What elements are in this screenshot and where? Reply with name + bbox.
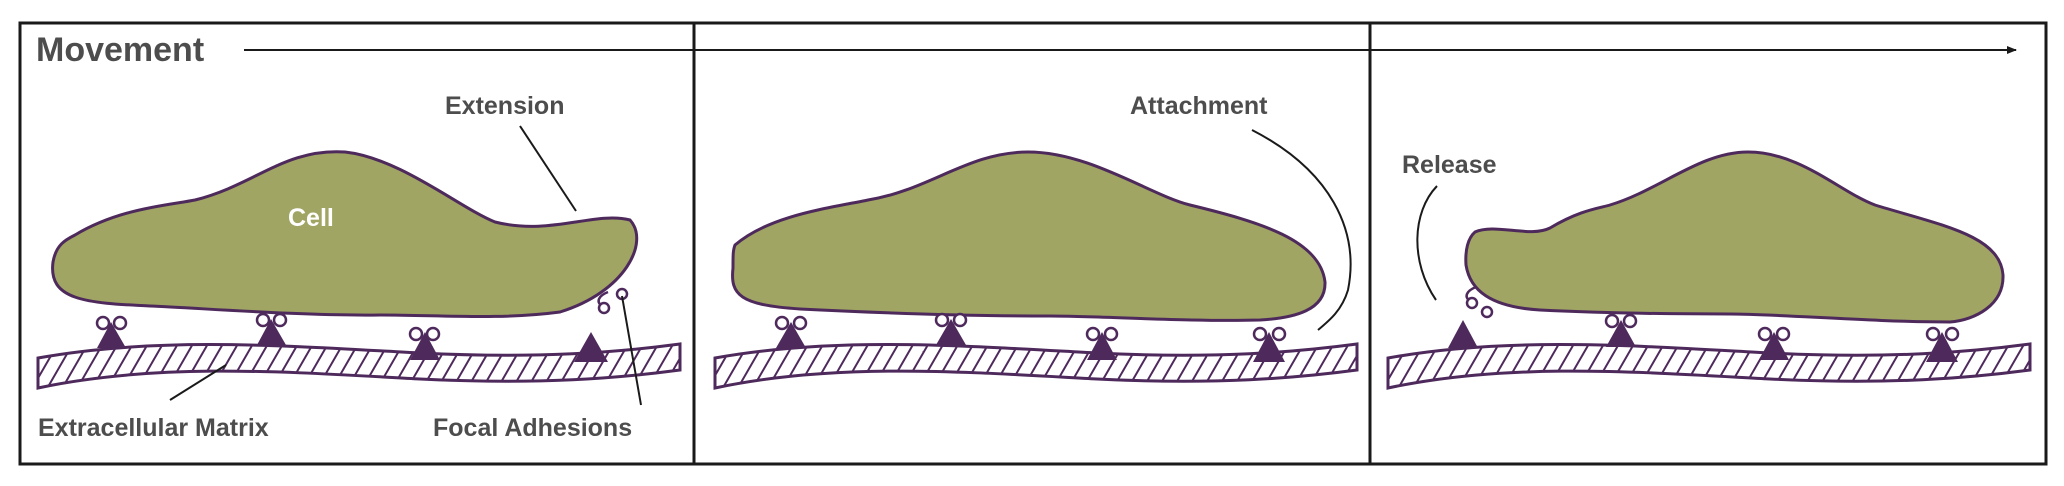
integrin-triangle [410, 332, 440, 360]
integrin-triangle [1087, 332, 1117, 360]
integrin-triangle [936, 319, 966, 345]
movement-title: Movement [36, 31, 204, 69]
figure-frame [18, 21, 2048, 466]
focal-adhesion [1085, 326, 1119, 360]
matrix-leader [169, 364, 227, 401]
integrin-loop [255, 312, 271, 328]
integrin-triangle [97, 322, 126, 348]
integrin-loop [1622, 313, 1638, 329]
attachment-label: Attachment [1130, 92, 1268, 120]
extension-label: Extension [445, 92, 564, 120]
integrin-loop [1944, 326, 1960, 342]
integrin-loop [792, 315, 808, 331]
integrin-loop [1925, 326, 1941, 342]
extracellular-matrix [36, 342, 682, 390]
extracellular-matrix [713, 342, 1359, 390]
cell-body [51, 150, 639, 319]
integrin-loop [272, 312, 288, 328]
panel-extension: Cell Extension Extracellular Matrix Foca… [36, 92, 682, 442]
integrin-loop [1103, 326, 1119, 342]
integrin-loop [1757, 326, 1773, 342]
integrin-loop [408, 326, 424, 342]
focal-adhesion [408, 326, 441, 360]
integrin-loop [1085, 326, 1101, 342]
focal-adhesion [1757, 326, 1791, 360]
integrin-loop [934, 312, 950, 328]
integrin-triangle [1926, 332, 1958, 362]
focal-adhesion [255, 312, 288, 345]
extension-leader [519, 125, 577, 212]
free-integrin-triangle [574, 332, 608, 362]
integrin-loop [1252, 326, 1268, 342]
cell-body [731, 150, 1327, 322]
adhesions-leader [621, 295, 642, 406]
integrin-loop [425, 326, 441, 342]
cell-body [1464, 150, 2005, 324]
cell-label: Cell [288, 204, 334, 232]
integrin-triangle [257, 319, 286, 345]
focal-adhesion [95, 315, 128, 348]
integrin-loop [112, 315, 128, 331]
focal-adhesion [1604, 313, 1638, 347]
focal-adhesion [1925, 326, 1960, 362]
integrin-triangle [1253, 332, 1285, 362]
integrin-loop [1604, 313, 1620, 329]
focal-adhesion [934, 312, 968, 345]
focal-adhesions-label: Focal Adhesions [433, 414, 632, 442]
integrin-triangle [776, 322, 806, 348]
focal-adhesion [774, 315, 808, 348]
integrin-loop [1271, 326, 1287, 342]
extracellular-matrix-label: Extracellular Matrix [38, 414, 269, 442]
focal-adhesion [1252, 326, 1287, 362]
release-leader [1416, 185, 1438, 301]
attachment-leader [1251, 129, 1352, 331]
integrin-loop [95, 315, 111, 331]
panel-release: Release [1386, 150, 2032, 390]
integrin-loop [1775, 326, 1791, 342]
integrin-triangle [1606, 320, 1636, 347]
integrin-loop [952, 312, 968, 328]
integrin-triangle [1759, 332, 1789, 360]
panel-attachment: Attachment [713, 92, 1359, 390]
free-integrin [1465, 285, 1494, 319]
free-integrin [597, 287, 629, 315]
release-label: Release [1402, 151, 1497, 179]
free-integrin-triangle [1448, 320, 1478, 348]
integrin-loop [774, 315, 790, 331]
